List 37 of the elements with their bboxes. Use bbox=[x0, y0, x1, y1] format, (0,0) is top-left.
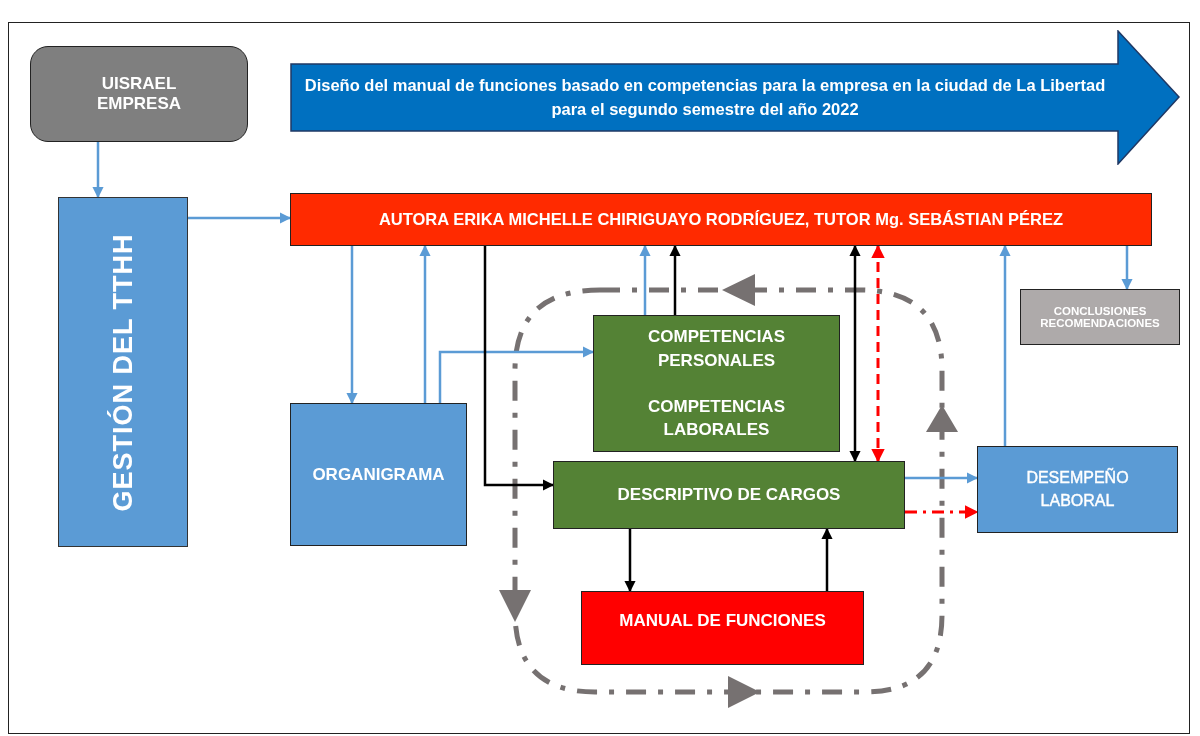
process-box bbox=[593, 315, 840, 452]
arrow bbox=[483, 246, 555, 491]
node-label: DESCRIPTIVO DE CARGOS bbox=[617, 485, 841, 505]
arrow bbox=[639, 244, 651, 315]
arrow bbox=[438, 346, 595, 403]
process-box bbox=[58, 197, 188, 547]
node-label: AUTORA ERIKA MICHELLE CHIRIGUAYO RODRÍGUEZ, TUTOR Mg. SEBÁSTIAN PÉREZ bbox=[378, 210, 1064, 229]
arrow bbox=[1121, 246, 1133, 291]
node-label: Diseño del manual de funciones basado en competencias para la empresa en la ciudad de La Libertad para el segundo semestre del año 2022 bbox=[303, 74, 1107, 120]
process-box bbox=[581, 591, 864, 665]
arrow bbox=[419, 244, 431, 403]
title-banner bbox=[290, 30, 1180, 165]
process-box bbox=[553, 461, 905, 529]
process-box bbox=[290, 193, 1152, 246]
arrow bbox=[669, 244, 681, 315]
process-box bbox=[1020, 289, 1180, 345]
arrow bbox=[821, 527, 833, 591]
arrow bbox=[849, 244, 861, 463]
arrow bbox=[905, 472, 979, 484]
process-box bbox=[290, 403, 467, 546]
arrow bbox=[346, 246, 358, 405]
node-label: MANUAL DE FUNCIONES bbox=[619, 611, 826, 631]
node-label: UISRAEL EMPRESA bbox=[95, 73, 183, 115]
process-box bbox=[977, 446, 1178, 533]
node-label: CONCLUSIONES RECOMENDACIONES bbox=[1039, 305, 1161, 329]
arrow bbox=[999, 244, 1011, 446]
arrow bbox=[188, 212, 292, 224]
node-label: COMPETENCIAS LABORALES bbox=[647, 395, 786, 442]
node-label: DESEMPEÑO LABORAL bbox=[1025, 467, 1130, 511]
rounded-box bbox=[30, 46, 248, 142]
arrow bbox=[92, 142, 104, 199]
node-label: ORGANIGRAMA bbox=[312, 464, 445, 485]
arrow bbox=[905, 505, 979, 519]
arrow bbox=[871, 244, 885, 463]
arrow bbox=[624, 529, 636, 593]
node-label: GESTIÓN DEL TTHH bbox=[107, 233, 139, 511]
node-label: COMPETENCIAS PERSONALES bbox=[647, 325, 786, 372]
